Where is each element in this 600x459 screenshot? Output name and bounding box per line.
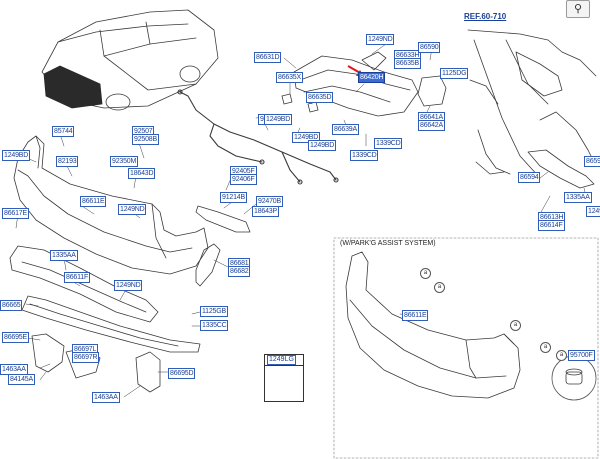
- callout-a-2: a: [434, 282, 445, 293]
- callout-a-1: a: [420, 268, 431, 279]
- part-label-1249nd-low[interactable]: 1249ND: [114, 280, 143, 291]
- part-label-86590[interactable]: 86590: [418, 42, 441, 53]
- zoom-button[interactable]: ⚲: [566, 0, 590, 18]
- part-label-1335aa-right[interactable]: 1335AA: [564, 192, 592, 203]
- part-label-86639a[interactable]: 86639A: [332, 124, 359, 135]
- inset-bumper: [345, 251, 521, 399]
- part-label-1125dg[interactable]: 1125DG: [440, 68, 469, 79]
- part-label-86594[interactable]: 86594: [518, 172, 541, 183]
- part-label-92350m[interactable]: 92350M: [110, 156, 139, 167]
- rear-bumper-cover: [13, 135, 209, 275]
- part-label-92508b[interactable]: 92508B: [132, 134, 159, 145]
- part-label-86635d[interactable]: 86635D: [306, 92, 334, 103]
- part-label-86635x[interactable]: 86635X: [276, 72, 303, 83]
- lower-diffuser: [9, 245, 201, 379]
- part-label-86642a[interactable]: 86642A: [418, 120, 445, 131]
- part-label-86611f[interactable]: 86611F: [64, 272, 91, 283]
- part-label-86682[interactable]: 86682: [228, 266, 251, 277]
- part-label-18643d[interactable]: 18643D: [128, 168, 156, 179]
- callout-a-3: a: [510, 320, 521, 331]
- inset-title: (W/PARK'G ASSIST SYSTEM): [340, 240, 436, 247]
- part-label-1463aa-bottom[interactable]: 1463AA: [92, 392, 120, 403]
- part-label-1249nd-mid[interactable]: 1249ND: [118, 204, 147, 215]
- part-label-95700f[interactable]: 95700F: [568, 350, 595, 361]
- part-label-85744[interactable]: 85744: [52, 126, 75, 137]
- part-label-1249bd-b[interactable]: 1249BD: [292, 132, 321, 143]
- part-label-86695e[interactable]: 86695E: [2, 332, 29, 343]
- body-quarter-panel: [467, 29, 597, 179]
- part-label-86697r[interactable]: 86697R: [72, 352, 100, 363]
- part-label-1335cc[interactable]: 1335CC: [200, 320, 229, 331]
- bracket-right: [417, 75, 447, 107]
- part-label-86665[interactable]: 86665: [0, 300, 23, 311]
- part-label-86617e[interactable]: 86617E: [2, 208, 29, 219]
- part-label-86631d[interactable]: 86631D: [254, 52, 282, 63]
- part-label-1249bd-a[interactable]: 1249BD: [264, 114, 293, 125]
- part-label-86695d[interactable]: 86695D: [168, 368, 196, 379]
- reflector-right: [195, 243, 221, 287]
- vehicle-thumbnail: [41, 9, 219, 111]
- side-bracket: [527, 149, 595, 189]
- part-label-1249bd-left[interactable]: 1249BD: [2, 150, 31, 161]
- bracket-top: [361, 51, 387, 71]
- part-label-1339cd-a[interactable]: 1339CD: [374, 138, 403, 149]
- magnifier-icon: ⚲: [573, 3, 583, 15]
- hardware-box: 1249LG: [264, 354, 304, 402]
- part-label-86635b[interactable]: 86635B: [394, 58, 421, 69]
- part-label-1335aa[interactable]: 1335AA: [50, 250, 78, 261]
- part-label-8659-right[interactable]: 8659: [584, 156, 600, 167]
- part-label-1125gb[interactable]: 1125GB: [200, 306, 228, 317]
- part-label-1249-right[interactable]: 1249: [586, 206, 600, 217]
- part-label-1339cd-b[interactable]: 1339CD: [350, 150, 379, 161]
- reference-link[interactable]: REF.60-710: [464, 12, 507, 21]
- inset-frame: [333, 237, 599, 459]
- clip-a: [281, 93, 293, 105]
- part-label-92406f[interactable]: 92406F: [230, 174, 257, 185]
- part-label-86611e-top[interactable]: 86611E: [80, 196, 107, 207]
- mudguard: [135, 351, 161, 393]
- callout-a-4: a: [540, 342, 551, 353]
- part-label-1249nd-top[interactable]: 1249ND: [366, 34, 395, 45]
- part-label-82193[interactable]: 82193: [56, 156, 79, 167]
- sensor-detail-circle: [551, 355, 597, 401]
- part-label-1249bd-c[interactable]: 1249BD: [308, 140, 337, 151]
- clip-b: [307, 101, 319, 113]
- part-label-18643p[interactable]: 18643P: [252, 206, 279, 217]
- part-label-inset-86611e[interactable]: 86611E: [402, 310, 429, 321]
- part-label-91214b[interactable]: 91214B: [220, 192, 247, 203]
- part-label-84145a[interactable]: 84145A: [8, 374, 35, 385]
- wiring-harness: [177, 89, 339, 185]
- parking-sensor: [565, 368, 583, 385]
- reflector-left: [195, 205, 251, 233]
- part-label-86420h[interactable]: 86420H: [358, 72, 386, 83]
- part-label-1249lg[interactable]: 1249LG: [267, 355, 296, 365]
- callout-a-5: a: [556, 350, 567, 361]
- part-label-86614f[interactable]: 86614F: [538, 220, 565, 231]
